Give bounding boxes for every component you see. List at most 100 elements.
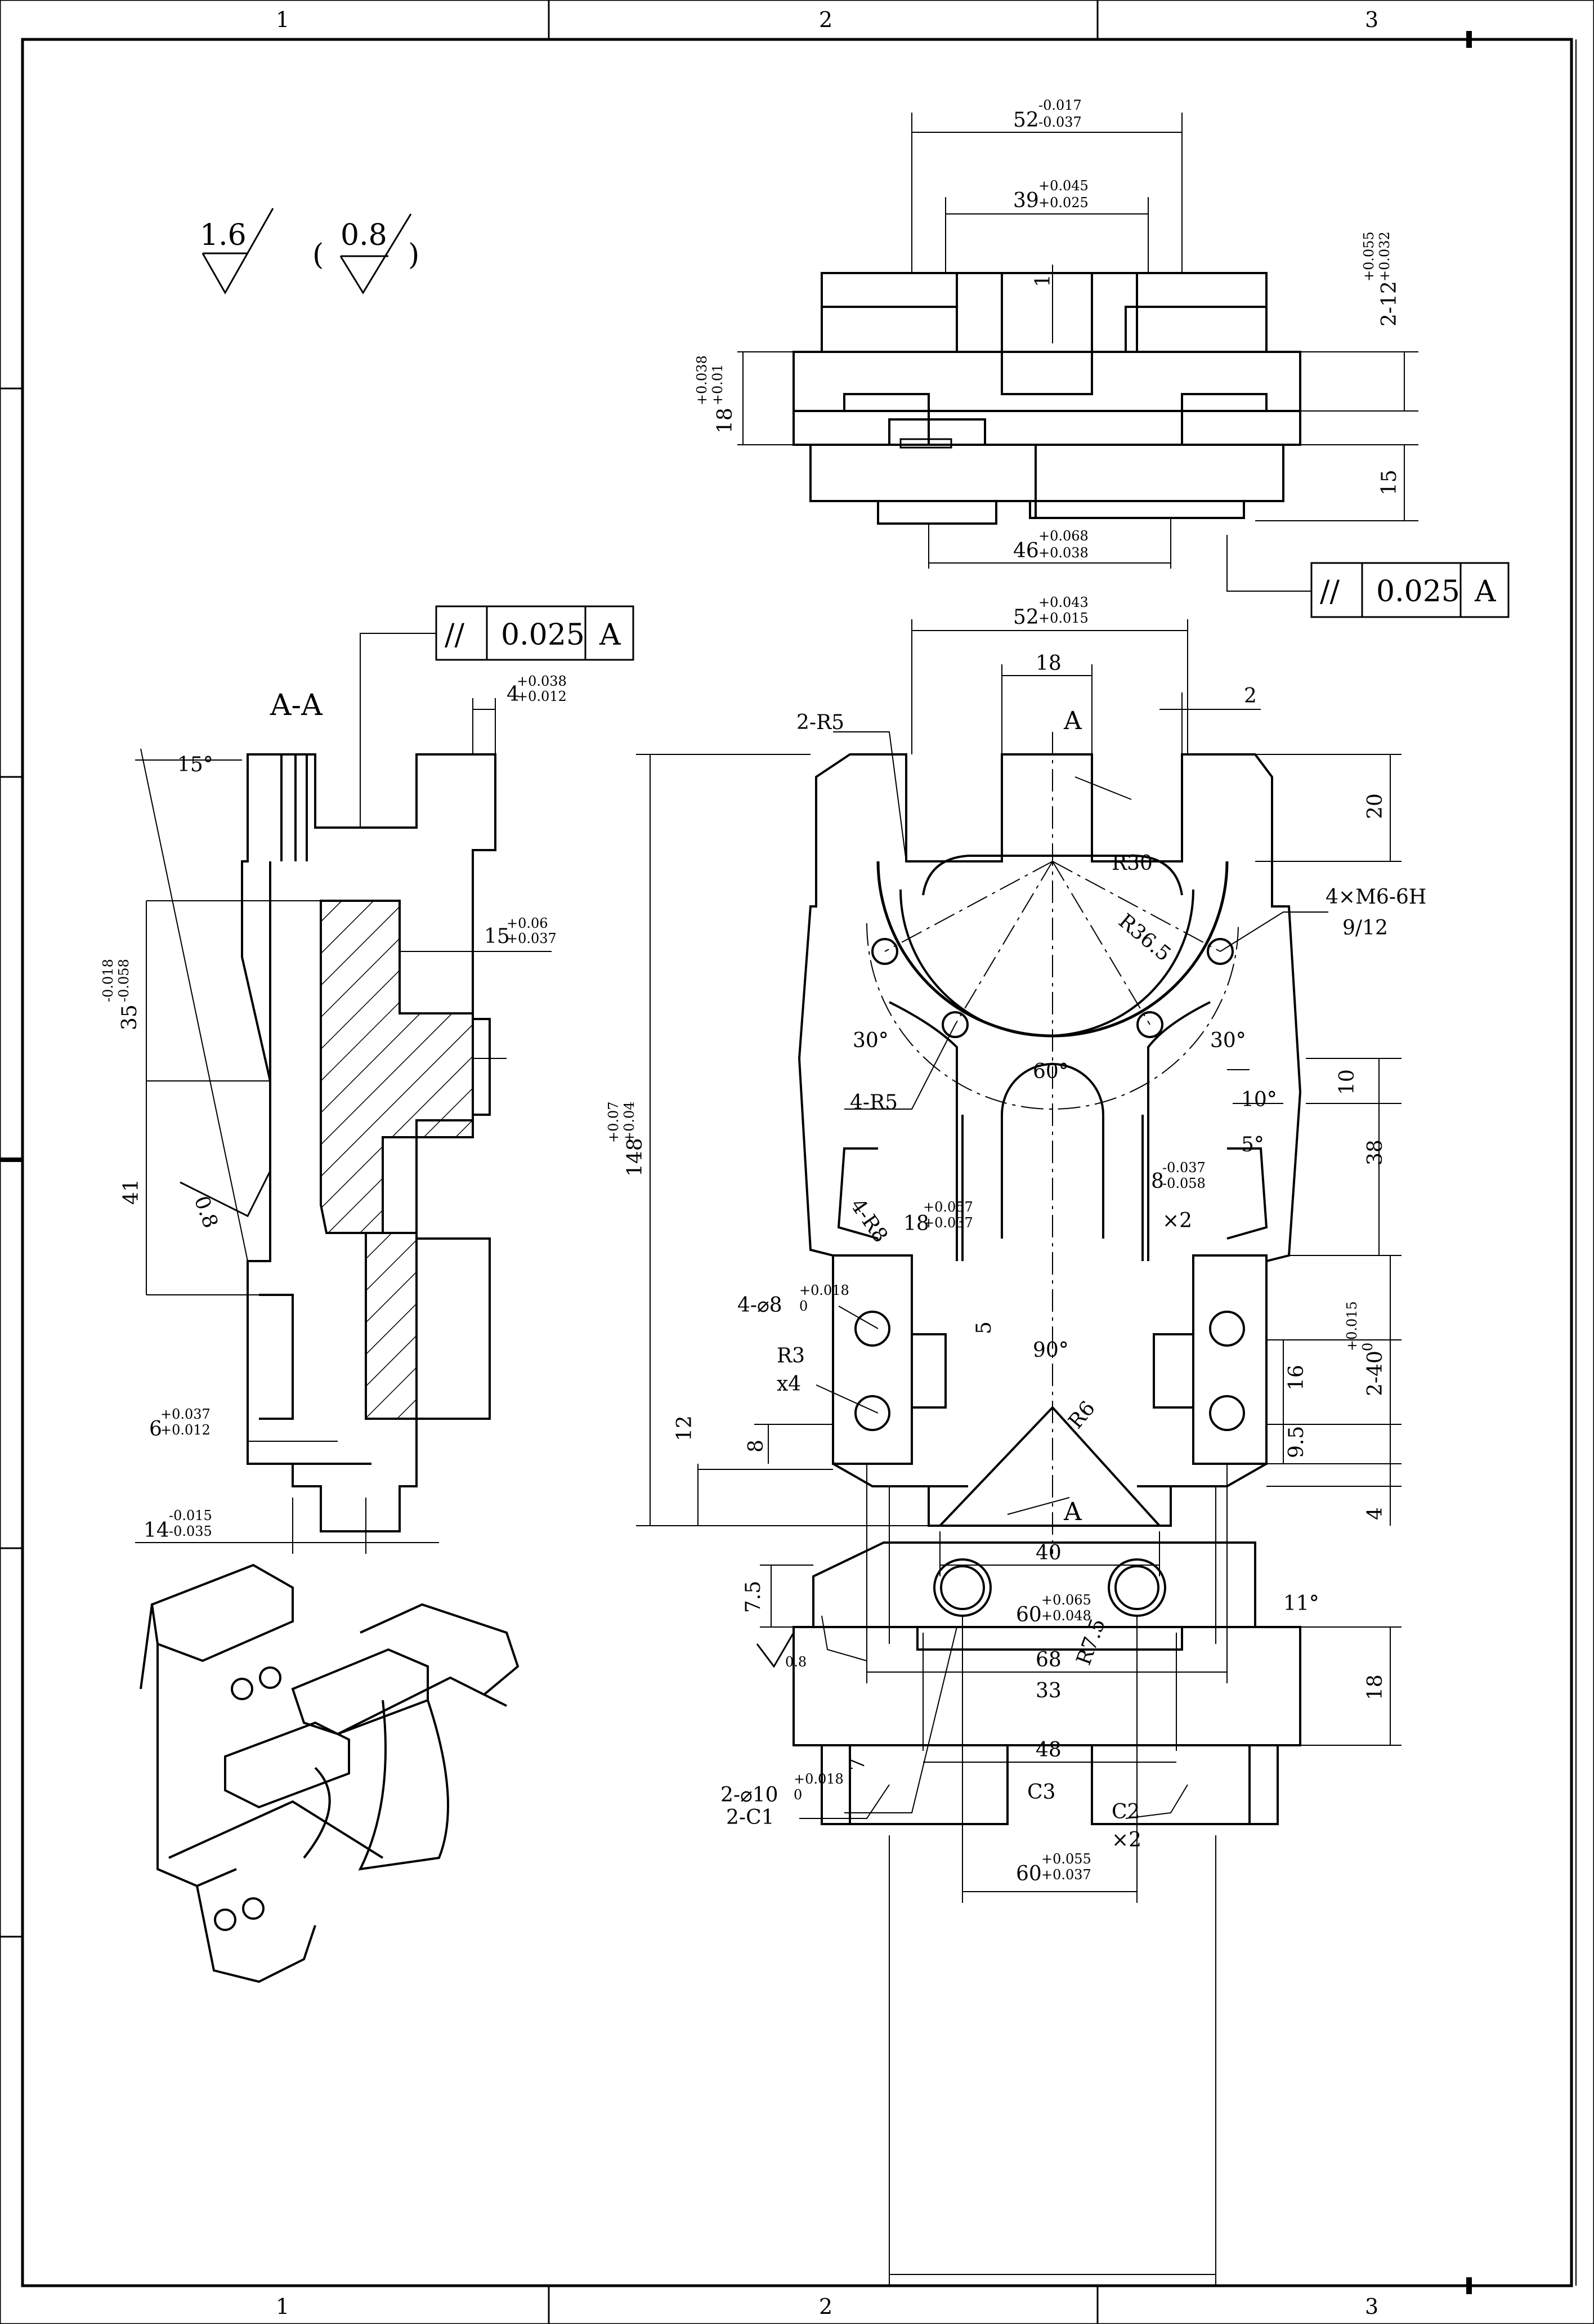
dim-20: 20 [1364,793,1387,819]
dim-4-main: 4 [1364,1507,1387,1520]
leader-lines [799,704,1328,1819]
thread-depth: 9/12 [1342,917,1388,940]
zone-2-bottom: 2 [819,2294,832,2319]
dim-4: 4 [507,683,520,706]
dim-18-bottom: 18 [1364,1674,1387,1700]
top-view-dims: 52 -0.017 -0.037 39 +0.045 +0.025 1 18 +… [694,97,1401,562]
dim-40: 40 [1036,1541,1062,1565]
dim-46: 46 [1013,539,1039,562]
tol-40-lower: 0 [1360,1343,1376,1351]
zone-2-top: 2 [819,7,832,32]
dim-16: 16 [1285,1365,1308,1391]
dim-4-phi8: 4-⌀8 [737,1294,782,1317]
zone-3-top: 3 [1365,7,1378,32]
section-a-a [241,753,507,1532]
angle-10: 10° [1241,1088,1277,1111]
zone-3-bottom: 3 [1365,2294,1378,2319]
tol-60-main-lower: +0.048 [1041,1608,1091,1624]
dim-x2-bottom: ×2 [1112,1829,1141,1852]
angle-90: 90° [1033,1339,1069,1362]
tol-18-lower: +0.01 [710,364,726,405]
dim-60-bottom: 60 [1016,1862,1042,1885]
tol-8-lower: -0.058 [1162,1176,1206,1191]
main-view-dims: 52 +0.043 +0.015 18 2 A A 2-R5 R30 R36.5… [606,595,1426,1672]
tol-phi10-lower: 0 [794,1787,802,1803]
gdt-leaders [332,535,1311,828]
section-view-dims: 15° 4 +0.038 +0.012 15 +0.06 +0.037 35 -… [100,673,567,1542]
tol-phi8-upper: +0.018 [799,1282,849,1298]
section-label: A-A [270,689,323,722]
dim-x4: x4 [777,1373,801,1396]
thread-m6: 4×M6-6H [1326,886,1426,909]
tol-8-upper: -0.037 [1162,1160,1206,1176]
dim-r36-5: R36.5 [1114,909,1175,966]
dim-r3: R3 [777,1344,805,1367]
angle-30-right: 30° [1210,1029,1246,1052]
cut-label-a-top: A [1063,707,1082,735]
tol-35-lower: -0.058 [116,959,132,1002]
angle-60: 60° [1033,1060,1069,1083]
dim-48: 48 [1036,1738,1062,1762]
isometric-view [140,1563,520,1983]
dim-52-main: 52 [1013,606,1039,629]
dim-2-r5: 2-R5 [796,711,844,734]
gdt-top-value: 0.025 [1376,575,1460,609]
cut-label-a-bottom: A [1063,1498,1082,1526]
dim-10: 10 [1336,1069,1359,1095]
dim-5: 5 [973,1321,996,1334]
tol-12-lower: +0.032 [1377,231,1392,281]
dim-39: 39 [1013,189,1039,212]
tol-6-upper: +0.037 [160,1406,211,1422]
angle-11: 11° [1283,1592,1319,1615]
tol-52-main-lower: +0.015 [1038,610,1089,626]
tol-46-lower: +0.038 [1038,545,1089,561]
bottom-view-dims: 48 C3 2-⌀10 +0.018 0 0.8 7.5 11° R7.5 33… [720,1581,1387,1885]
tol-52-main-upper: +0.043 [1038,595,1089,610]
chamfer-c2: C2 [1112,1800,1140,1824]
roughness-general: 1.6 [200,218,247,252]
dim-18-slot-width: 18 [903,1212,929,1235]
dim-6: 6 [149,1418,162,1441]
main-view [798,732,1302,1554]
roughness-0-8-section: 0.8 [190,1193,222,1231]
dim-33: 33 [1036,1679,1062,1702]
dim-2-phi10: 2-⌀10 [720,1784,778,1807]
tol-148-upper: +0.07 [606,1101,621,1143]
tol-6-lower: +0.012 [160,1422,211,1438]
angle-5: 5° [1241,1133,1264,1156]
roughness-except: 0.8 [341,218,387,252]
dim-8-b: 8 [745,1440,768,1452]
dim-68: 68 [1036,1648,1062,1672]
dim-60-main: 60 [1016,1603,1042,1626]
dim-15: 15 [1378,470,1401,495]
tol-148-lower: +0.04 [621,1101,637,1143]
tol-52-upper: -0.017 [1038,97,1082,113]
tol-18-upper: +0.038 [694,355,710,405]
roughness-symbols [180,208,795,1668]
gdt-left-datum: A [599,618,621,652]
dim-4-r8: 4-R8 [846,1195,892,1247]
dim-2-40: 2-40 [1364,1351,1387,1396]
dim-7-5: 7.5 [742,1581,765,1613]
dim-35: 35 [118,1004,141,1030]
tol-4-lower: +0.012 [517,689,567,704]
gdt-left-value: 0.025 [501,618,585,652]
top-view [792,272,1301,525]
dim-14: 14 [144,1519,169,1542]
tol-35-upper: -0.018 [100,959,116,1002]
tol-phi8-lower: 0 [799,1298,808,1314]
dim-8: 8 [1151,1170,1164,1193]
dim-4-r5: 4-R5 [850,1091,898,1114]
dim-12: 12 [673,1415,696,1441]
dim-9-5: 9.5 [1285,1426,1308,1458]
dim-148: 148 [624,1138,647,1177]
tol-60-main-upper: +0.065 [1041,1592,1091,1608]
roughness-paren-open: ( [312,238,324,272]
tol-46-upper: +0.068 [1038,528,1089,544]
zone-1-bottom: 1 [276,2294,289,2319]
dim-18: 18 [714,408,737,433]
dim-15-deg: 15° [177,753,213,776]
dim-7: 7 [846,1758,869,1771]
